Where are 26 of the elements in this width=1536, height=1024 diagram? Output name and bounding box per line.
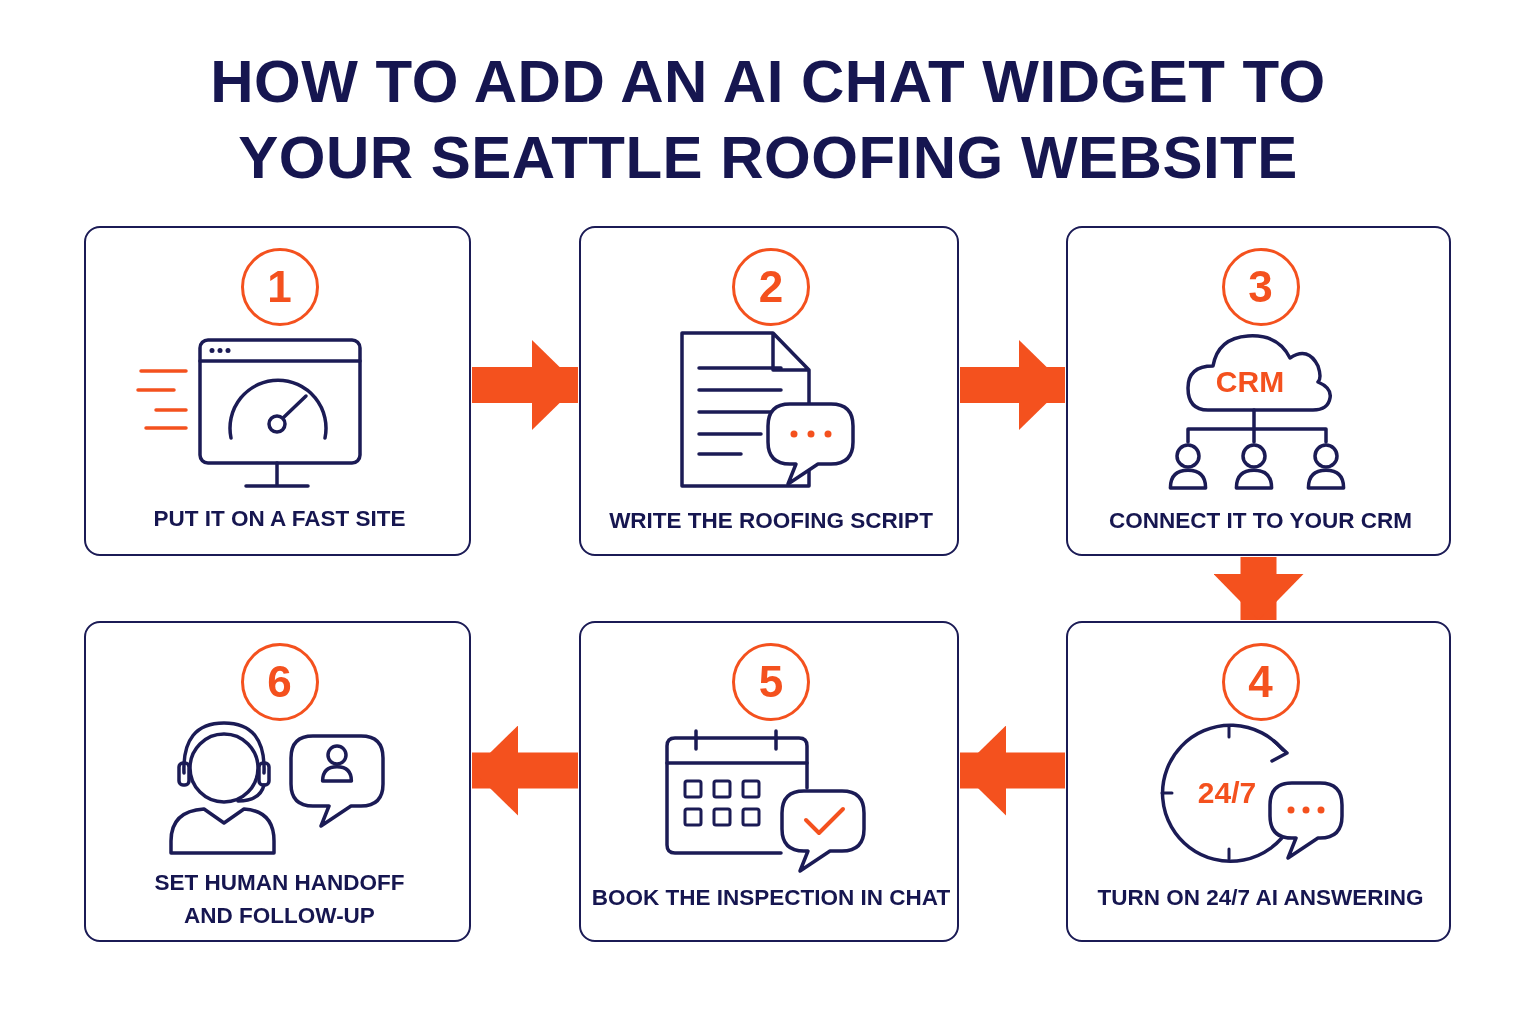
arrow xyxy=(472,725,578,816)
step-caption: PUT IT ON A FAST SITE xyxy=(152,504,407,533)
step-caption: BOOK THE INSPECTION IN CHAT xyxy=(591,883,951,912)
step-card xyxy=(1066,621,1451,942)
step-card xyxy=(579,226,959,556)
arrow xyxy=(960,725,1065,816)
step-number: 5 xyxy=(732,643,810,721)
step-card xyxy=(579,621,959,942)
step-number: 1 xyxy=(240,248,319,326)
title: HOW TO ADD AN AI CHAT WIDGET TO YOUR SEATTLE ROOFING WEBSITE xyxy=(209,47,1327,193)
arrow xyxy=(1213,557,1304,620)
step-caption: TURN ON 24/7 AI ANSWERING xyxy=(1096,883,1425,912)
step-number: 6 xyxy=(240,643,319,721)
step-card xyxy=(1066,226,1451,556)
step-card xyxy=(84,226,471,556)
step-caption: WRITE THE ROOFING SCRIPT xyxy=(608,506,934,535)
arrow xyxy=(960,340,1065,430)
step-caption: CONNECT IT TO YOUR CRM xyxy=(1108,506,1413,535)
arrow xyxy=(472,340,578,430)
icon-label: 24/7 xyxy=(1197,776,1257,810)
step-card xyxy=(84,621,471,942)
step-caption: SET HUMAN HANDOFF AND FOLLOW-UP xyxy=(153,869,406,930)
step-number: 3 xyxy=(1221,248,1300,326)
step-number: 4 xyxy=(1221,643,1300,721)
step-number: 2 xyxy=(732,248,810,326)
icon-label: CRM xyxy=(1215,365,1285,399)
